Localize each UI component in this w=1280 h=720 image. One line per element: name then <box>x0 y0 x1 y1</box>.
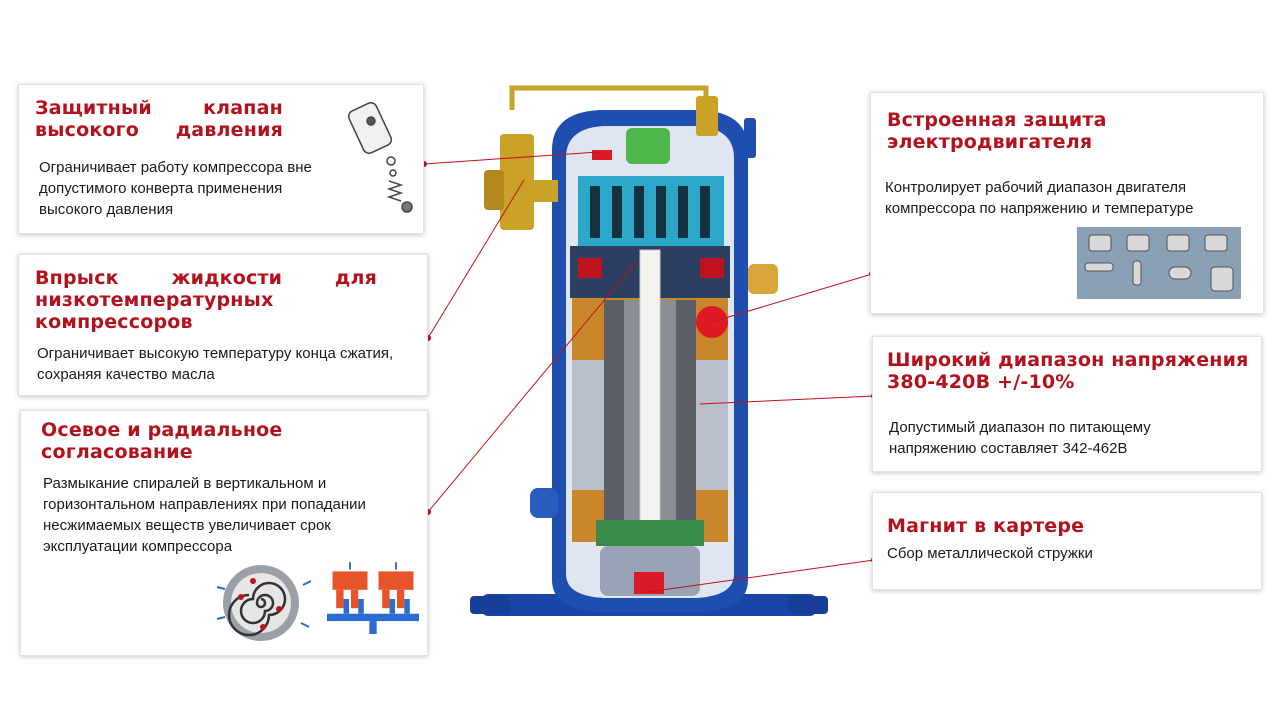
suction-fitting <box>748 264 778 294</box>
leader-liquid-injection <box>427 179 525 339</box>
callout-sump-magnet: Магнит в картере Сбор металлической стру… <box>872 492 1262 590</box>
scroll-radial-compliance-icon <box>216 565 312 641</box>
callout-liquid-injection: Впрыск жидкости для низкотемпературных к… <box>18 254 428 396</box>
scroll-set <box>578 176 724 246</box>
callout-description: Контролирует рабочий диапазон двигателя … <box>885 179 1194 217</box>
callout-title-line2: низкотемпературных компрессоров <box>35 289 274 333</box>
hp-valve-body <box>500 134 534 230</box>
callout-description: Допустимый диапазон по питающему напряже… <box>889 419 1151 457</box>
scroll-axial-compliance-icon <box>327 562 419 634</box>
discharge-check-valve <box>626 128 670 164</box>
callout-voltage-range: Широкий диапазон напряжения 380-420В +/-… <box>872 336 1262 472</box>
callout-description: Ограничивает высокую температуру конца с… <box>37 345 394 383</box>
leader-magnet <box>647 559 875 593</box>
callout-title-line1: Впрыск жидкости для <box>35 267 377 289</box>
callout-title: Защитный клапан высокого давления <box>35 97 283 141</box>
leader-voltage <box>699 395 875 405</box>
callout-description: Сбор металлической стружки <box>887 545 1093 562</box>
callout-title-line2: высокого давления <box>35 119 283 141</box>
callout-title: Широкий диапазон напряжения 380-420В +/-… <box>887 349 1249 393</box>
callout-title: Магнит в картере <box>887 515 1085 537</box>
callout-title: Осевое и радиальное согласование <box>41 419 283 463</box>
callout-title-line1: Защитный клапан <box>35 97 283 119</box>
callout-description: Ограничивает работу компрессора вне допу… <box>39 159 312 218</box>
callout-title: Встроенная защита электродвигателя <box>887 109 1107 153</box>
callout-compliance: Осевое и радиальное согласование Размыка… <box>20 410 428 656</box>
leader-compliance <box>427 261 637 513</box>
callout-motor-protection: Встроенная защита электродвигателя Контр… <box>870 92 1264 314</box>
hp-valve-parts-icon <box>347 102 413 213</box>
callout-hp-valve: Защитный клапан высокого давления Ограни… <box>18 84 424 234</box>
callout-description: Размыкание спиралей в вертикальном и гор… <box>43 475 366 555</box>
leader-hp-valve <box>423 151 599 165</box>
leader-motor-protection <box>711 273 873 323</box>
discharge-tube <box>509 85 709 110</box>
sump-magnet <box>634 572 664 594</box>
callout-title: Впрыск жидкости для <box>35 267 377 289</box>
motor-protector-parts-icon <box>1077 227 1241 299</box>
